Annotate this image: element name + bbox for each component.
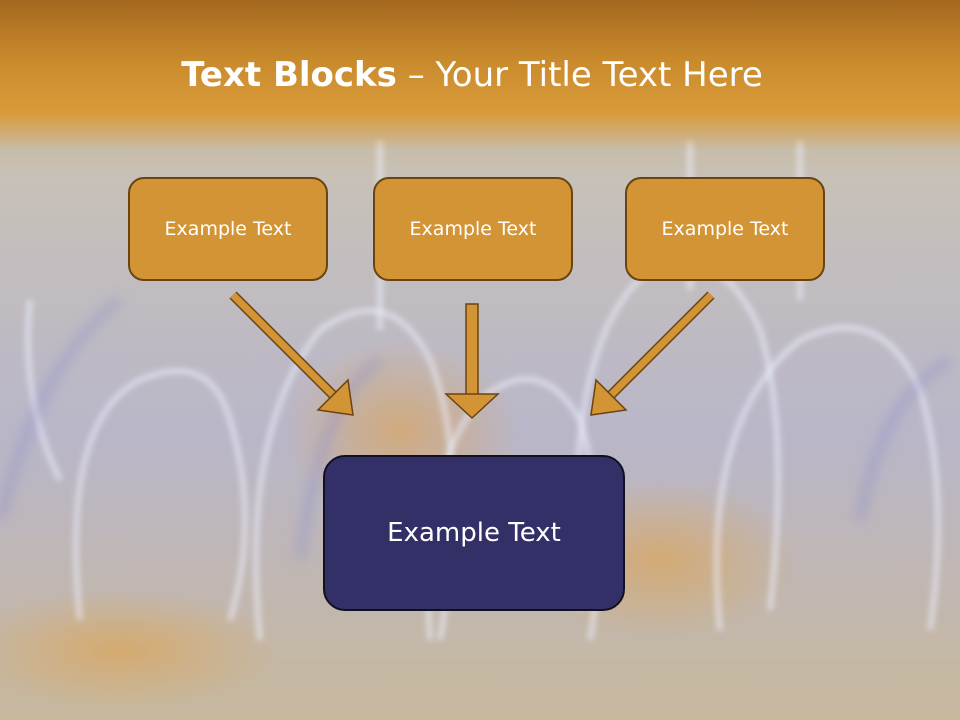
source-box-3: Example Text — [625, 177, 825, 281]
title-rest: Your Title Text Here — [435, 55, 763, 95]
source-box-2: Example Text — [373, 177, 573, 281]
source-box-1: Example Text — [128, 177, 328, 281]
title-bold-part: Text Blocks — [181, 55, 397, 95]
slide-title: Text Blocks – Your Title Text Here — [0, 52, 944, 98]
title-bar — [0, 0, 960, 150]
arrow-down-right-icon — [229, 291, 354, 416]
title-dash: – — [396, 55, 436, 95]
target-box: Example Text — [323, 455, 625, 611]
arrow-down-left-icon — [590, 291, 715, 416]
arrow-down-icon — [444, 303, 500, 420]
